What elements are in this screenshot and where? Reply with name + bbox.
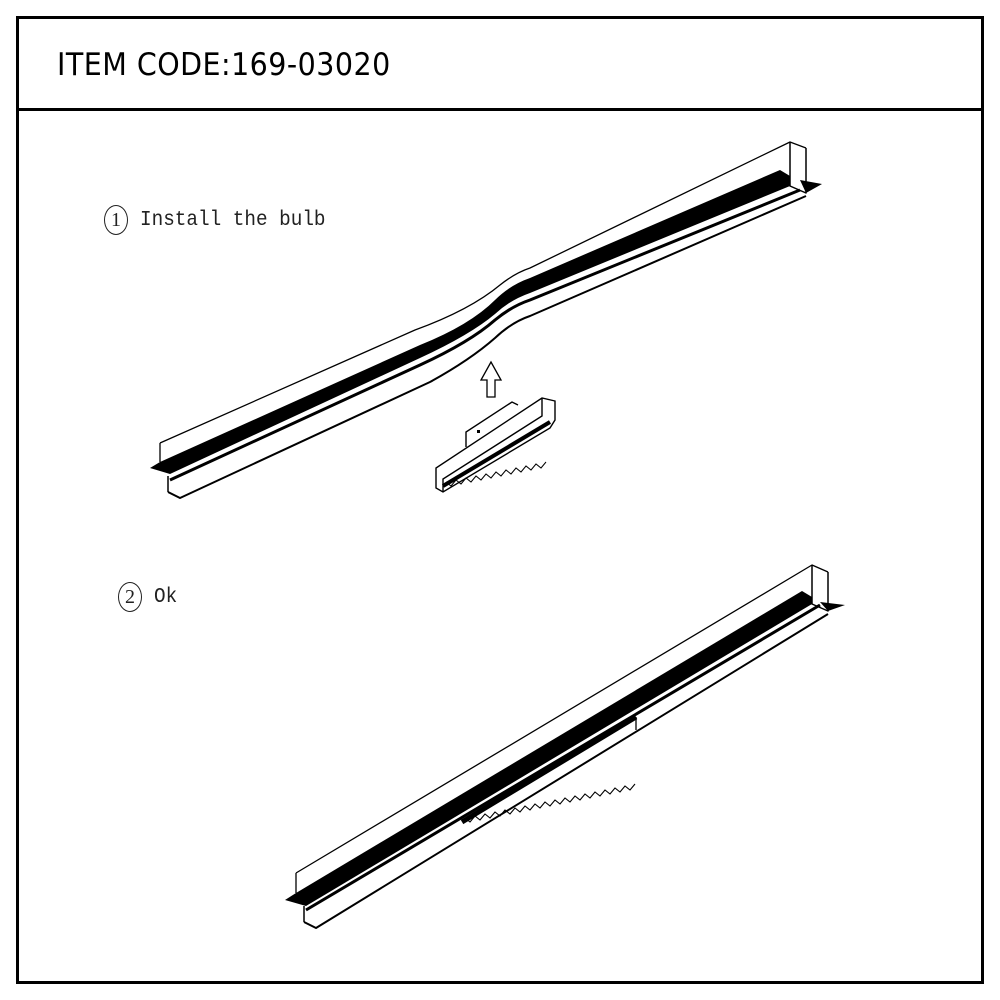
recessed-track-installed bbox=[285, 564, 845, 929]
document-frame: ITEM CODE:169-03020 bbox=[16, 16, 984, 984]
arrow-up-icon bbox=[479, 360, 503, 398]
step-1-text: Install the bulb bbox=[140, 208, 326, 232]
header-bar: ITEM CODE:169-03020 bbox=[19, 19, 981, 111]
step-2-text: Ok bbox=[154, 585, 178, 609]
installed-led-module bbox=[460, 714, 638, 825]
led-module bbox=[435, 397, 556, 493]
step-2-number: 2 bbox=[118, 582, 142, 612]
step-2: 2 Ok bbox=[118, 582, 179, 612]
step-1: 1 Install the bulb bbox=[104, 205, 342, 235]
step-1-number: 1 bbox=[104, 205, 128, 235]
item-code-title: ITEM CODE:169-03020 bbox=[57, 47, 391, 83]
recessed-track-bent bbox=[150, 141, 822, 499]
